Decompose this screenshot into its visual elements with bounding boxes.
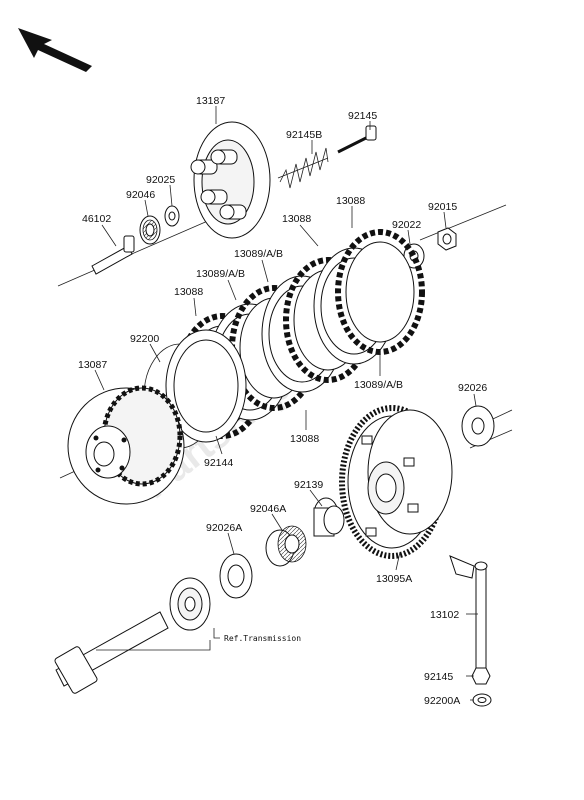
needle-bearing-92046A[interactable] [265,525,307,567]
label-92025: 92025 [146,174,175,186]
label-13102: 13102 [430,609,459,621]
label-13089-c: 13089/A/B [354,379,403,391]
spring-92145B[interactable] [277,147,329,189]
label-92046: 92046 [126,189,155,201]
label-92026A: 92026A [206,522,242,534]
front-direction-arrow-icon [18,28,92,72]
label-13088-a: 13088 [282,213,311,225]
label-92022: 92022 [392,219,421,231]
label-13088-d: 13088 [290,433,319,445]
label-92026: 92026 [458,382,487,394]
nut-92015[interactable] [437,227,457,251]
pressure-plate-13187[interactable] [190,121,271,239]
clutch-hub-13087[interactable] [67,385,185,505]
label-92200: 92200 [130,333,159,345]
spring-plate-92144[interactable] [165,329,247,443]
part-labels: 13187 92145 92145B 92025 92046 46102 130… [78,95,487,707]
label-92200A: 92200A [424,695,460,707]
label-92144: 92144 [204,457,233,469]
label-13088-c: 13088 [174,286,203,298]
leader-lines [94,106,478,701]
washer-92026[interactable] [461,405,495,447]
sleeve-92139[interactable] [313,497,345,537]
label-13089-b: 13089/A/B [196,268,245,280]
label-13087: 13087 [78,359,107,371]
reference-note: Ref.Transmission [224,634,301,643]
label-13095A: 13095A [376,573,412,585]
bolt-92145-bottom[interactable] [471,667,491,685]
label-13089-a: 13089/A/B [234,248,283,260]
washer-92025[interactable] [164,205,180,227]
label-13187: 13187 [196,95,225,107]
label-92015: 92015 [428,201,457,213]
bolt-92145-top[interactable] [337,125,377,154]
label-92139: 92139 [294,479,323,491]
washer-92200A[interactable] [472,693,492,707]
label-92046A: 92046A [250,503,286,515]
push-rod-13102[interactable] [449,555,488,671]
transmission-shaft [54,577,211,694]
label-92145-top: 92145 [348,110,377,122]
bearing-92046[interactable] [139,215,161,245]
label-13088-b: 13088 [336,195,365,207]
clutch-housing-13095A[interactable] [339,405,453,559]
label-92145-bottom: 92145 [424,671,453,683]
washer-92026A[interactable] [219,553,253,599]
label-92145B: 92145B [286,129,322,141]
label-46102: 46102 [82,213,111,225]
pusher-46102[interactable] [91,235,135,275]
